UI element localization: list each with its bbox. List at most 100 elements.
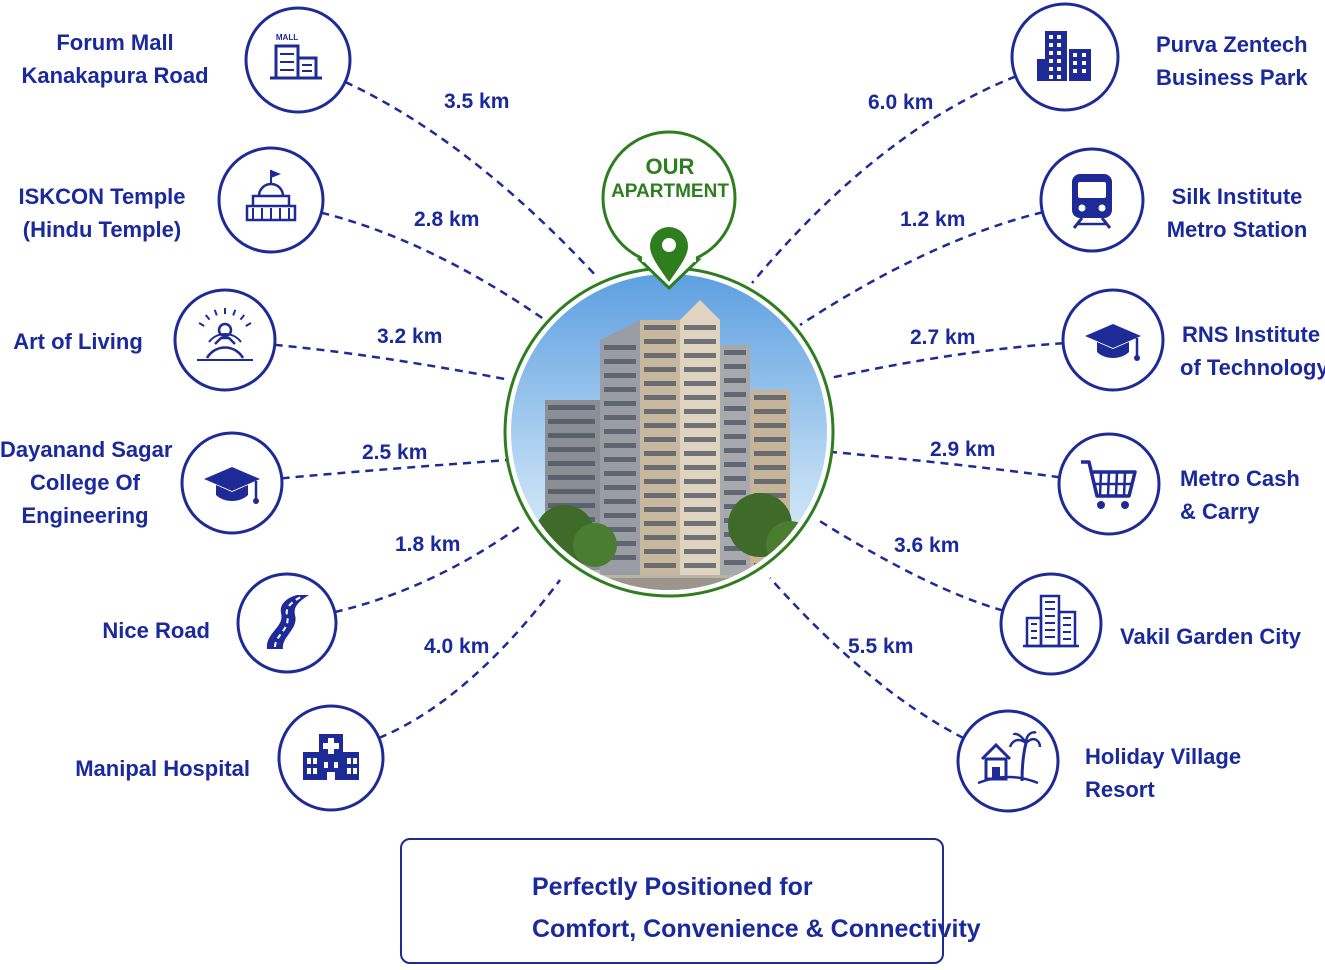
building-window (604, 387, 636, 392)
temple-icon (245, 170, 297, 222)
building-window (684, 339, 716, 344)
place-label-rns-institute: RNS Institute of Technology (1180, 322, 1325, 380)
place-label-nice-road: Nice Road (102, 618, 210, 643)
building-window (684, 367, 716, 372)
place-icon-circle (277, 704, 385, 812)
place-label-metro-cash-carry: Metro Cash & Carry (1180, 466, 1300, 524)
place-label-forum-mall: Forum Mall Kanakapura Road (21, 30, 209, 88)
place-label-art-of-living: Art of Living (13, 329, 143, 354)
mall-icon: MALL (270, 33, 322, 80)
place-label-manipal-hospital: Manipal Hospital (75, 756, 250, 781)
building-window (724, 448, 746, 453)
distance-label: 3.6 km (894, 534, 960, 557)
apartment-photo (503, 266, 835, 598)
building-window (604, 457, 636, 462)
connector-line (831, 450, 1060, 479)
footer-banner: Perfectly Positioned for Comfort, Conven… (400, 838, 981, 964)
building-window (548, 405, 595, 410)
graduation-cap-icon (204, 467, 260, 504)
building-window (684, 437, 716, 442)
distance-label: 1.8 km (395, 533, 461, 556)
building-window (604, 513, 636, 518)
distance-label: 1.2 km (900, 208, 966, 231)
connector-line (321, 211, 549, 324)
building-window (724, 392, 746, 397)
shopping-cart-icon (1081, 460, 1137, 509)
connector-line (334, 523, 523, 614)
building-window (548, 489, 595, 494)
building-window (754, 465, 786, 470)
building-window (684, 549, 716, 554)
building-window (604, 373, 636, 378)
connector-line (769, 577, 965, 740)
building-window (604, 415, 636, 420)
road-icon (266, 595, 309, 649)
resort-icon (977, 731, 1042, 785)
building-window (604, 499, 636, 504)
place-icon-circle (1057, 432, 1161, 536)
place-label-purva-zentech: Purva Zentech Business Park (1156, 32, 1308, 90)
building-window (604, 541, 636, 546)
connector-line (751, 75, 1017, 284)
building-window (684, 465, 716, 470)
building-window (644, 451, 676, 456)
building-window (644, 339, 676, 344)
connector-line (829, 342, 1064, 380)
building-window (604, 443, 636, 448)
building-window (644, 549, 676, 554)
place-icon-circle (173, 288, 277, 392)
building-window (684, 353, 716, 358)
hospital-icon (303, 734, 359, 780)
building-window (724, 364, 746, 369)
building-window (684, 493, 716, 498)
building-window (644, 535, 676, 540)
building-window (754, 437, 786, 442)
connector-line (817, 518, 1004, 612)
building-window (724, 350, 746, 355)
distance-label: 6.0 km (868, 91, 934, 114)
building-window (684, 325, 716, 330)
place-icon-circle (1061, 288, 1165, 392)
connector-line (274, 343, 511, 382)
metro-train-icon (1072, 174, 1112, 229)
building-window (644, 381, 676, 386)
building-window (644, 465, 676, 470)
distance-label: 4.0 km (424, 635, 490, 658)
building-window (604, 485, 636, 490)
place-label-iskcon: ISKCON Temple (Hindu Temple) (18, 184, 186, 242)
distance-label: 2.9 km (930, 438, 996, 461)
distance-label: 2.7 km (910, 326, 976, 349)
building-window (548, 433, 595, 438)
building-window (548, 447, 595, 452)
building-window (644, 325, 676, 330)
building-window (724, 378, 746, 383)
place-icon-circle (1039, 147, 1145, 253)
place-icon-circle (180, 431, 284, 535)
place-icon-circle (217, 146, 325, 254)
building-window (548, 461, 595, 466)
building-window (724, 420, 746, 425)
connector-line (281, 458, 509, 480)
business-park-icon (1037, 31, 1091, 81)
connector-lines (274, 75, 1064, 740)
building-window (548, 503, 595, 508)
footer-tagline: Perfectly Positioned for Comfort, Conven… (532, 873, 981, 943)
city-buildings-icon (1023, 594, 1079, 648)
badge-label: OUR APARTMENT (611, 154, 729, 202)
place-label-dayanand-sagar: Dayanand Sagar College Of Engineering (0, 437, 173, 528)
building-window (644, 507, 676, 512)
building-window (604, 555, 636, 560)
building-window (684, 479, 716, 484)
building-window (684, 423, 716, 428)
building-window (684, 507, 716, 512)
building-window (684, 563, 716, 568)
building-window (724, 476, 746, 481)
meditation-icon (197, 308, 253, 361)
place-icon-circle (956, 709, 1060, 813)
graduation-cap-icon (1085, 324, 1141, 361)
place-icon-circle (1010, 2, 1120, 112)
building-window (644, 479, 676, 484)
location-pin-icon (650, 227, 688, 282)
building-window (644, 367, 676, 372)
